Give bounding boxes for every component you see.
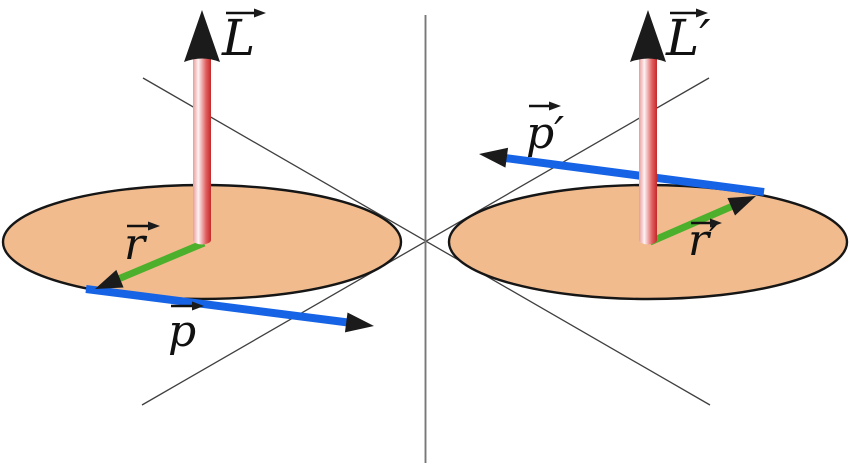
vector-accent-arrowhead-icon xyxy=(192,301,204,311)
right-L-text: L′ xyxy=(665,9,711,67)
left-momentum-arrowhead-icon xyxy=(344,312,374,333)
left-angular-momentum-arrowhead-icon xyxy=(184,10,220,62)
left-momentum-vector xyxy=(85,285,353,327)
right-momentum-arrowhead-icon xyxy=(479,147,509,168)
vector-accent-arrowhead-icon xyxy=(549,101,561,111)
right-system: L′ r′ p′ xyxy=(447,8,849,301)
left-system: L r p xyxy=(1,8,403,357)
right-position-arrowhead-icon xyxy=(727,196,756,216)
left-position-vector xyxy=(114,239,206,284)
right-angular-momentum-arrowhead-icon xyxy=(630,10,666,62)
left-position-arrowhead-icon xyxy=(95,269,124,289)
left-axis-rod xyxy=(193,57,211,245)
left-position-label: r xyxy=(124,219,160,270)
left-angular-momentum-label: L xyxy=(221,8,266,67)
left-momentum-label: p xyxy=(168,301,204,357)
right-axis-rod xyxy=(639,57,657,245)
left-p-text: p xyxy=(168,306,196,357)
right-position-label: r′ xyxy=(688,215,722,266)
right-momentum-vector xyxy=(504,154,765,196)
vector-accent-arrowhead-icon xyxy=(254,8,266,18)
vector-accent-arrowhead-icon xyxy=(710,218,722,228)
right-momentum-label: p′ xyxy=(526,101,564,159)
right-angular-momentum-label: L′ xyxy=(665,8,711,67)
right-p-text: p′ xyxy=(526,108,564,159)
left-r-text: r xyxy=(124,219,148,270)
vector-accent-arrowhead-icon xyxy=(696,8,708,18)
left-L-text: L xyxy=(221,9,255,67)
vector-accent-arrowhead-icon xyxy=(148,221,160,231)
